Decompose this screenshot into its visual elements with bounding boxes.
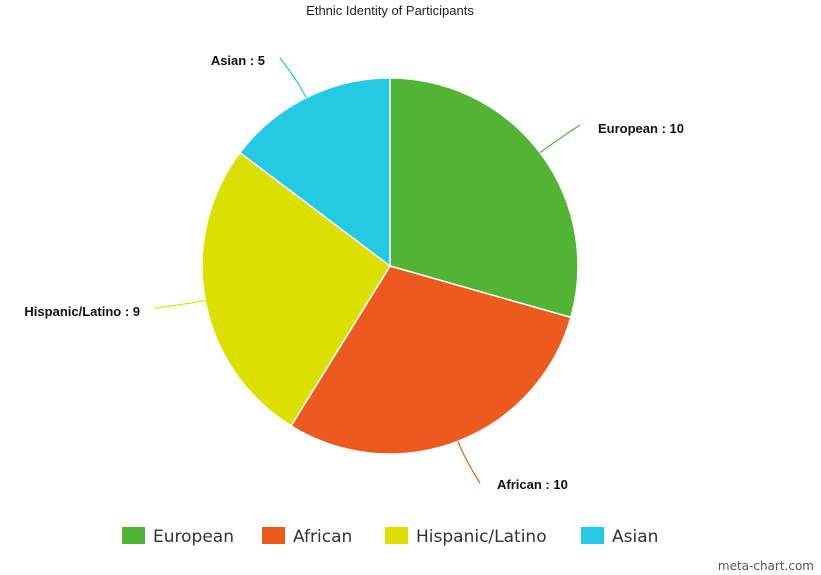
legend: European African Hispanic/Latino Asian xyxy=(122,527,658,547)
legend-label: European xyxy=(153,527,234,547)
data-label: European : 10 xyxy=(598,121,684,136)
connector-line xyxy=(457,441,481,484)
data-label: African : 10 xyxy=(497,477,568,492)
label-connectors xyxy=(154,57,581,484)
credit-text: meta-chart.com xyxy=(718,559,814,573)
connector-line xyxy=(279,57,307,98)
connector-line xyxy=(539,124,581,154)
legend-swatch xyxy=(385,527,408,544)
legend-label: African xyxy=(293,527,352,547)
chart-title: Ethnic Identity of Participants xyxy=(306,3,474,18)
legend-swatch xyxy=(122,527,145,544)
data-labels: European : 10 African : 10 Hispanic/Latino… xyxy=(24,53,684,492)
legend-label: Asian xyxy=(612,527,658,547)
data-label: Asian : 5 xyxy=(211,53,265,68)
connector-line xyxy=(154,299,206,309)
legend-label: Hispanic/Latino xyxy=(416,527,547,547)
legend-swatch xyxy=(262,527,285,544)
pie-slice-hispanic-latino xyxy=(201,151,391,427)
pie-slice-asian xyxy=(238,77,391,268)
pie-slices xyxy=(201,77,579,455)
data-label: Hispanic/Latino : 9 xyxy=(24,304,140,319)
pie-slice-european xyxy=(389,77,579,319)
legend-swatch xyxy=(581,527,604,544)
